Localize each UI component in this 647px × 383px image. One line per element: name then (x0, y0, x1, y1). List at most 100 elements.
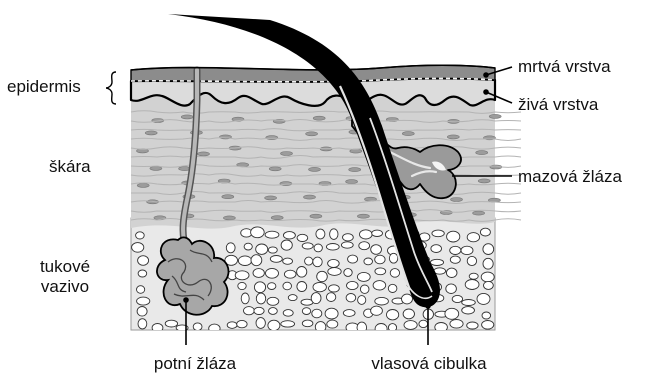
fat-cell (311, 293, 321, 304)
fat-cell (482, 312, 491, 319)
dermis-cell (271, 216, 283, 220)
fat-cell (313, 282, 326, 291)
fat-cell (462, 300, 476, 306)
fat-cell (482, 321, 494, 330)
dermis-cell (281, 152, 293, 156)
fat-cell (446, 284, 457, 294)
fat-cell (347, 281, 359, 289)
fat-cell (375, 268, 386, 275)
fat-cell (431, 245, 442, 253)
fat-cell (330, 229, 338, 240)
fat-cell (360, 230, 373, 239)
fat-cell (357, 322, 367, 333)
fat-cell (244, 307, 255, 315)
label-epidermis: epidermis (7, 78, 81, 95)
dermis-cell (451, 198, 463, 202)
fat-cell (193, 323, 202, 331)
fat-cell (256, 318, 265, 329)
fat-cell (371, 245, 382, 255)
label-mrtva-vrstva: mrtvá vrstva (518, 58, 611, 75)
fat-cell (364, 258, 373, 265)
label-vazivo: vazivo (20, 277, 110, 297)
fat-cell (343, 234, 354, 241)
dermis-cell (265, 196, 277, 200)
fat-cell (389, 253, 397, 263)
label-potni-zlaza: potní žláza (154, 355, 236, 372)
dermis-cell (357, 214, 369, 218)
fat-cell (209, 324, 220, 333)
fat-cell (138, 319, 147, 329)
fat-cell (269, 308, 278, 315)
fat-cell (404, 321, 417, 330)
label-skara: škára (49, 158, 91, 175)
fat-cell (452, 295, 462, 302)
fat-cell (227, 322, 237, 329)
label-tukove: tukové (20, 257, 110, 277)
fat-cell (388, 284, 397, 292)
dermis-cell (346, 180, 358, 184)
fat-cell (137, 297, 150, 305)
fat-cell (483, 244, 494, 255)
fat-cell (281, 240, 292, 250)
fat-cell (254, 282, 265, 293)
label-vlasova-cibulka: vlasová cibulka (371, 355, 486, 372)
fat-cell (138, 256, 149, 266)
fat-cell (241, 293, 249, 304)
fat-cell (268, 320, 280, 330)
fat-cell (283, 282, 292, 290)
fat-cell (371, 306, 383, 315)
label-mazova-zlaza: mazová žláza (518, 168, 622, 185)
dermis-cell (269, 167, 281, 171)
fat-cell (375, 255, 385, 264)
fat-cell (313, 257, 322, 267)
fat-cell (226, 243, 235, 253)
fat-cell (316, 229, 325, 239)
fat-cell (267, 297, 279, 305)
dermis-cell (349, 168, 361, 172)
fat-cell (314, 244, 322, 252)
fat-cell (284, 270, 296, 278)
fat-cell (244, 243, 252, 250)
fat-cell (136, 232, 145, 239)
fat-cell (328, 268, 341, 276)
fat-cell (265, 231, 279, 238)
fat-cell (283, 310, 293, 317)
fat-cell (137, 286, 145, 294)
fat-cell (302, 320, 313, 327)
fat-cell (253, 269, 264, 278)
fat-cell (256, 244, 268, 254)
dermis-cell (222, 195, 234, 199)
fat-cell (312, 309, 322, 318)
fat-cell (462, 307, 475, 314)
fat-cell (467, 322, 478, 329)
fat-cell (237, 320, 247, 327)
fat-cell (435, 323, 448, 333)
dermis-cell (304, 195, 316, 199)
fat-cell (165, 320, 177, 327)
fat-cell (447, 231, 460, 242)
fat-cell (329, 285, 340, 292)
fat-cell (283, 258, 293, 264)
dermis-cell (402, 132, 414, 136)
fat-cell (450, 246, 461, 254)
fat-cell (270, 256, 282, 263)
fat-cell (403, 309, 414, 319)
dermis-cell (309, 167, 321, 171)
fat-cell (432, 230, 444, 237)
fat-cell (430, 259, 443, 265)
fat-cell (138, 270, 147, 277)
fat-cell (372, 230, 383, 236)
dermis-cell (145, 131, 157, 135)
dermis-cell (447, 135, 459, 139)
fat-cell (325, 308, 338, 319)
fat-cell (281, 321, 295, 327)
fat-cell (360, 285, 369, 293)
label-ziva-vrstva: živá vrstva (518, 96, 598, 113)
fat-cell (402, 294, 413, 304)
fat-cell (450, 256, 460, 263)
fat-cell (315, 322, 326, 333)
dermis-cell (473, 211, 485, 215)
fat-cell (251, 227, 265, 238)
fat-cell (238, 282, 246, 289)
